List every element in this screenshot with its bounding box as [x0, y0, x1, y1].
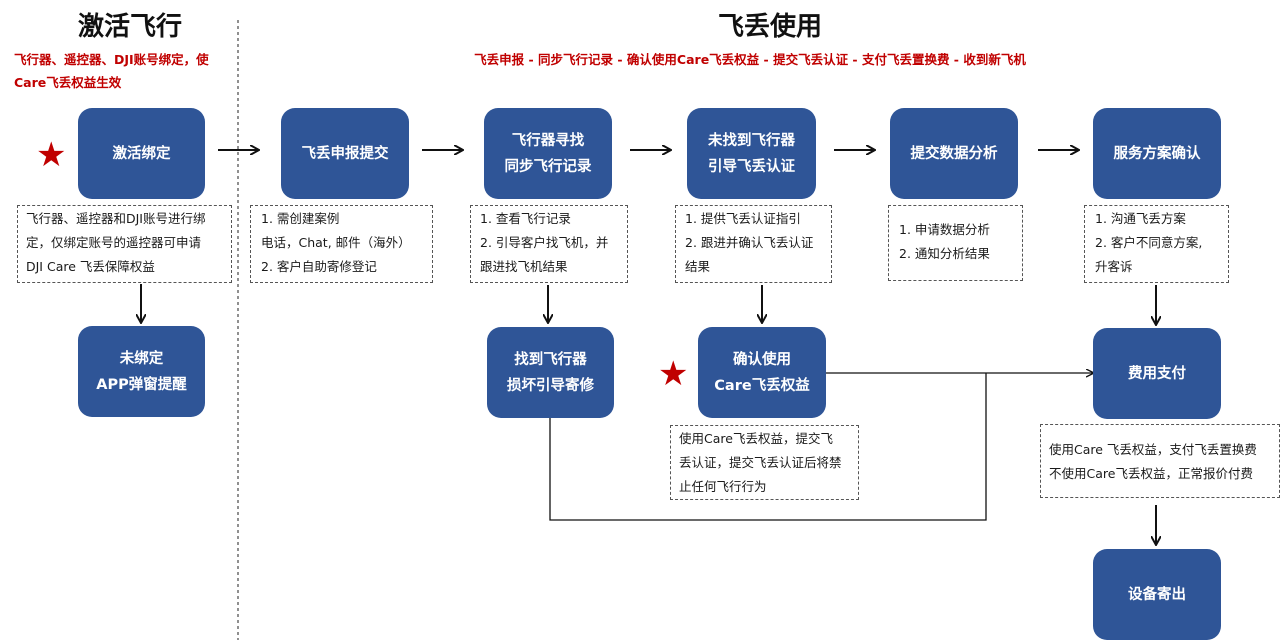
- subtitle-line: Care飞丢权益生效: [14, 75, 122, 90]
- note-line: 跟进找飞机结果: [480, 259, 568, 274]
- section-subtitle-lost: 飞丢申报 - 同步飞行记录 - 确认使用Care飞丢权益 - 提交飞丢认证 - …: [474, 52, 1026, 67]
- box-label: 未找到飞行器: [708, 132, 795, 149]
- section-title-lost: 飞丢使用: [717, 12, 822, 42]
- box-label: 同步飞行记录: [504, 158, 592, 175]
- star-icon: ★: [36, 135, 67, 175]
- box-label: 激活绑定: [112, 145, 171, 162]
- box-confirm-care: 确认使用 Care飞丢权益: [698, 327, 826, 418]
- box-label: 服务方案确认: [1113, 145, 1201, 162]
- box-label: 提交数据分析: [910, 145, 998, 162]
- note-line: 2. 客户自助寄修登记: [261, 259, 377, 274]
- note-line: 定，仅绑定账号的遥控器可申请: [26, 235, 202, 250]
- note-line: 丢认证，提交飞丢认证后将禁: [679, 455, 842, 470]
- box-label: 飞丢申报提交: [301, 145, 389, 162]
- note-line: 止任何飞行行为: [679, 479, 767, 494]
- note-line: 使用Care 飞丢权益，支付飞丢置换费: [1049, 442, 1257, 457]
- box-label: APP弹窗提醒: [96, 376, 187, 393]
- note-line: DJI Care 飞丢保障权益: [26, 259, 155, 274]
- note-payment: 使用Care 飞丢权益，支付飞丢置换费 不使用Care飞丢权益，正常报价付费: [1040, 424, 1280, 498]
- note-line: 电话，Chat, 邮件（海外）: [261, 235, 411, 250]
- note-analysis: 1. 申请数据分析 2. 通知分析结果: [888, 205, 1023, 281]
- note-report: 1. 需创建案例 电话，Chat, 邮件（海外） 2. 客户自助寄修登记: [250, 205, 433, 283]
- box-label: 未绑定: [119, 350, 164, 367]
- note-line: 2. 客户不同意方案,: [1095, 235, 1203, 250]
- subtitle-line: 飞行器、遥控器、DJI账号绑定，使: [14, 52, 209, 67]
- box-label: Care飞丢权益: [714, 377, 810, 394]
- note-line: 使用Care飞丢权益，提交飞: [679, 431, 833, 446]
- note-line: 不使用Care飞丢权益，正常报价付费: [1049, 466, 1253, 481]
- note-activate: 飞行器、遥控器和DJI账号进行绑 定，仅绑定账号的遥控器可申请 DJI Care…: [17, 205, 232, 283]
- box-unbound: 未绑定 APP弹窗提醒: [78, 326, 205, 417]
- box-find-aircraft: 飞行器寻找 同步飞行记录: [484, 108, 612, 199]
- box-ship-device: 设备寄出: [1093, 549, 1221, 640]
- box-label: 设备寄出: [1128, 586, 1186, 603]
- note-line: 2. 跟进并确认飞丢认证: [685, 235, 814, 250]
- note-line: 1. 提供飞丢认证指引: [685, 211, 801, 226]
- note-line: 1. 沟通飞丢方案: [1095, 211, 1186, 226]
- box-not-found: 未找到飞行器 引导飞丢认证: [687, 108, 816, 199]
- note-line: 1. 查看飞行记录: [480, 211, 571, 226]
- box-label: 确认使用: [733, 351, 791, 368]
- note-line: 2. 引导客户找飞机，并: [480, 235, 609, 250]
- note-line: 飞行器、遥控器和DJI账号进行绑: [26, 211, 206, 226]
- box-report-submit: 飞丢申报提交: [281, 108, 409, 199]
- box-fee-payment: 费用支付: [1093, 328, 1221, 419]
- box-label: 引导飞丢认证: [708, 158, 795, 175]
- box-found-damaged: 找到飞行器 损坏引导寄修: [487, 327, 614, 418]
- note-find: 1. 查看飞行记录 2. 引导客户找飞机，并 跟进找飞机结果: [470, 205, 628, 283]
- star-icon: ★: [658, 354, 689, 394]
- note-line: 1. 需创建案例: [261, 211, 340, 226]
- section-title-activate: 激活飞行: [77, 12, 182, 42]
- box-label: 飞行器寻找: [511, 132, 585, 149]
- note-not-found: 1. 提供飞丢认证指引 2. 跟进并确认飞丢认证 结果: [675, 205, 832, 283]
- section-subtitle-activate: 飞行器、遥控器、DJI账号绑定，使 Care飞丢权益生效: [14, 48, 234, 94]
- box-label: 损坏引导寄修: [507, 377, 594, 394]
- line-damaged-to-payment: [549, 373, 987, 521]
- box-service-confirm: 服务方案确认: [1093, 108, 1221, 199]
- box-label: 找到飞行器: [514, 351, 587, 368]
- note-confirm-care: 使用Care飞丢权益，提交飞 丢认证，提交飞丢认证后将禁 止任何飞行行为: [670, 425, 859, 500]
- note-service: 1. 沟通飞丢方案 2. 客户不同意方案, 升客诉: [1084, 205, 1229, 283]
- note-line: 1. 申请数据分析: [899, 222, 990, 237]
- note-line: 升客诉: [1095, 259, 1133, 274]
- box-data-analysis: 提交数据分析: [890, 108, 1018, 199]
- box-activate-bind: 激活绑定: [78, 108, 205, 199]
- note-line: 结果: [685, 259, 711, 274]
- box-label: 费用支付: [1128, 365, 1186, 382]
- note-line: 2. 通知分析结果: [899, 246, 990, 261]
